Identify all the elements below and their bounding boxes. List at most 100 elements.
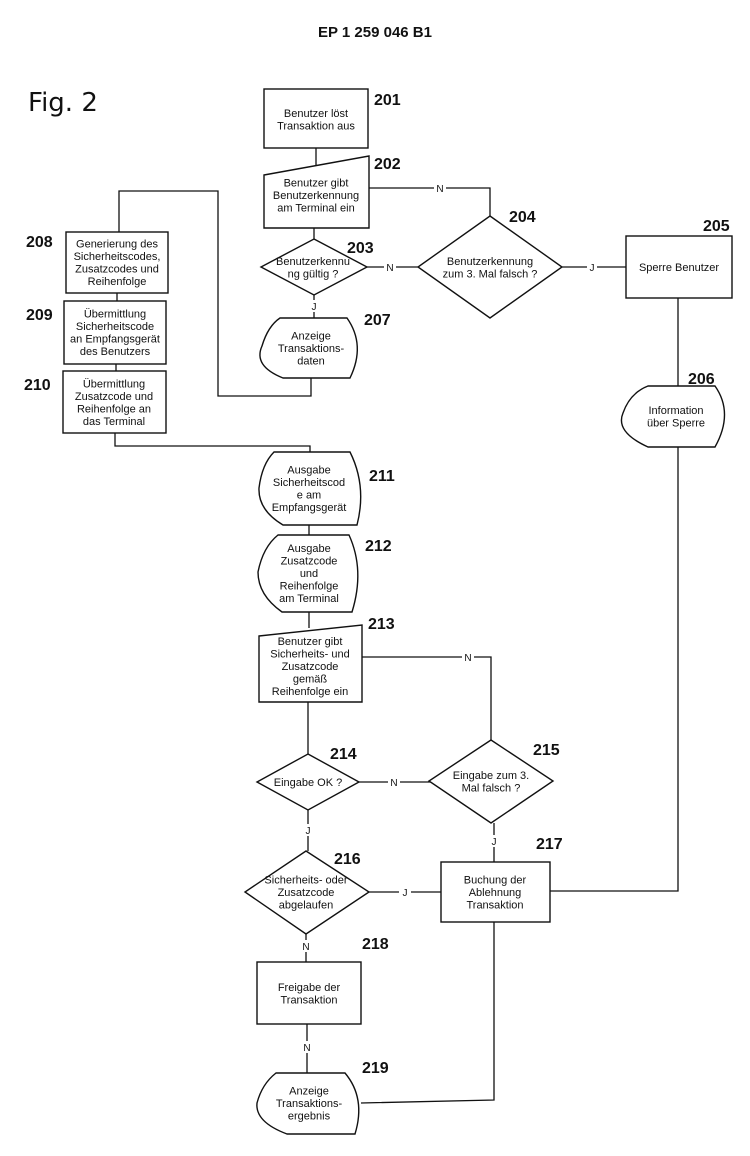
- node-212-label-line: Ausgabe: [287, 543, 330, 555]
- node-202-label-line: Benutzerkennung: [273, 190, 359, 202]
- edge-label-218-219: N: [303, 1043, 310, 1054]
- node-215-label-line: Mal falsch ?: [462, 782, 521, 794]
- node-208-label-line: Zusatzcodes und: [75, 263, 159, 275]
- node-number-219: 219: [362, 1060, 389, 1077]
- node-215-decision-diamond: [427, 739, 555, 824]
- edge-label-216-217: J: [403, 888, 408, 899]
- node-218-label-line: Freigabe der: [278, 982, 341, 994]
- node-202-label-line: am Terminal ein: [277, 203, 354, 215]
- patent-number: EP 1 259 046 B1: [318, 24, 432, 41]
- node-number-205: 205: [703, 218, 730, 235]
- figure-label: Fig. 2: [28, 88, 98, 118]
- node-216-label-line: Zusatzcode: [278, 887, 335, 899]
- node-number-216: 216: [334, 851, 361, 868]
- edge-label-213-215: N: [464, 653, 471, 664]
- node-203-label-line: Benutzerkennu: [276, 256, 350, 268]
- node-219-label-line: Anzeige: [289, 1086, 329, 1098]
- node-202-manual-input-shape: [263, 155, 370, 229]
- node-211-label-line: e am: [297, 489, 321, 501]
- node-212-display-shape: [257, 534, 359, 613]
- node-210-label-line: Zusatzcode und: [75, 391, 153, 403]
- node-number-207: 207: [364, 312, 391, 329]
- node-number-210: 210: [24, 377, 51, 394]
- node-216-label-line: Sicherheits- oder: [264, 875, 347, 887]
- edge-207-loop: [118, 190, 312, 397]
- node-number-202: 202: [374, 156, 401, 173]
- node-210-process-box: [62, 370, 167, 434]
- node-212-label-line: Zusatzcode: [281, 556, 338, 568]
- node-217-label-line: Transaktion: [466, 900, 523, 912]
- edge-label-202-204: N: [436, 184, 443, 195]
- node-203-decision-diamond: [259, 238, 369, 296]
- node-219-label-line: ergebnis: [288, 1111, 331, 1123]
- connectors: [114, 148, 679, 1104]
- node-213-label-line: Sicherheits- und: [270, 649, 350, 661]
- edge-217-219: [360, 922, 495, 1104]
- node-205-label: Sperre Benutzer: [639, 262, 719, 274]
- node-218-process-box: [256, 961, 362, 1025]
- node-219-display-shape: [256, 1072, 360, 1135]
- node-216-label-line: abgelaufen: [279, 900, 333, 912]
- node-205-label-line: Sperre Benutzer: [639, 262, 719, 274]
- node-number-211: 211: [369, 468, 395, 485]
- edge-label-215-217: J: [492, 837, 497, 848]
- edge-210-211: [114, 433, 311, 452]
- node-213-label-line: Zusatzcode: [282, 661, 339, 673]
- node-number-203: 203: [347, 240, 374, 257]
- edge-label-203-204: N: [386, 263, 393, 274]
- node-213-label-line: gemäß: [293, 674, 328, 686]
- edge-label-216-218: N: [302, 942, 309, 953]
- node-number-204: 204: [509, 209, 536, 226]
- node-number-217: 217: [536, 836, 563, 853]
- node-209-label-line: Übermittlung: [84, 308, 146, 320]
- node-215-label-line: Eingabe zum 3.: [453, 770, 529, 782]
- edge-label-214-216: J: [306, 826, 311, 837]
- node-207-label-line: Anzeige: [291, 331, 331, 343]
- node-211-display-shape: [258, 451, 362, 526]
- node-214-label-line: Eingabe OK ?: [274, 777, 343, 789]
- node-201-label-line: Benutzer löst: [284, 108, 348, 120]
- node-203-label-line: ng gültig ?: [288, 268, 339, 280]
- node-205-process-box: [625, 235, 733, 299]
- node-210-label-line: Reihenfolge an: [77, 403, 151, 415]
- node-206-label-line: Information: [648, 405, 703, 417]
- node-209-label-line: Sicherheitscode: [76, 321, 154, 333]
- node-209-process-box: [63, 300, 167, 365]
- node-217-label-line: Ablehnung: [469, 887, 522, 899]
- node-217-process-box: [440, 861, 551, 923]
- shapes: [62, 88, 733, 1135]
- node-207-label-line: Transaktions-: [278, 343, 345, 355]
- edge-labels: N N J J N N J J J N N: [300, 182, 597, 1054]
- node-209-label-line: an Empfangsgerät: [70, 333, 160, 345]
- node-215-label: Eingabe zum 3.Mal falsch ?: [453, 770, 529, 795]
- edge-label-214-215: N: [390, 778, 397, 789]
- node-210-label-line: das Terminal: [83, 416, 145, 428]
- node-211-label-line: Empfangsgerät: [272, 502, 347, 514]
- edge-202-204: [369, 187, 491, 216]
- node-213-label-line: Benutzer gibt: [278, 636, 343, 648]
- node-214-decision-diamond: [255, 753, 361, 811]
- node-207-display-shape: [259, 317, 359, 379]
- node-209-label-line: des Benutzers: [80, 346, 151, 358]
- node-214-label: Eingabe OK ?: [274, 777, 343, 789]
- node-201-process-box: [263, 88, 369, 149]
- node-numbers: 201 202 203 204 205 206 207 208 209 210 …: [24, 92, 730, 1077]
- node-201-label-line: Transaktion aus: [277, 120, 355, 132]
- node-212-label-line: und: [300, 568, 318, 580]
